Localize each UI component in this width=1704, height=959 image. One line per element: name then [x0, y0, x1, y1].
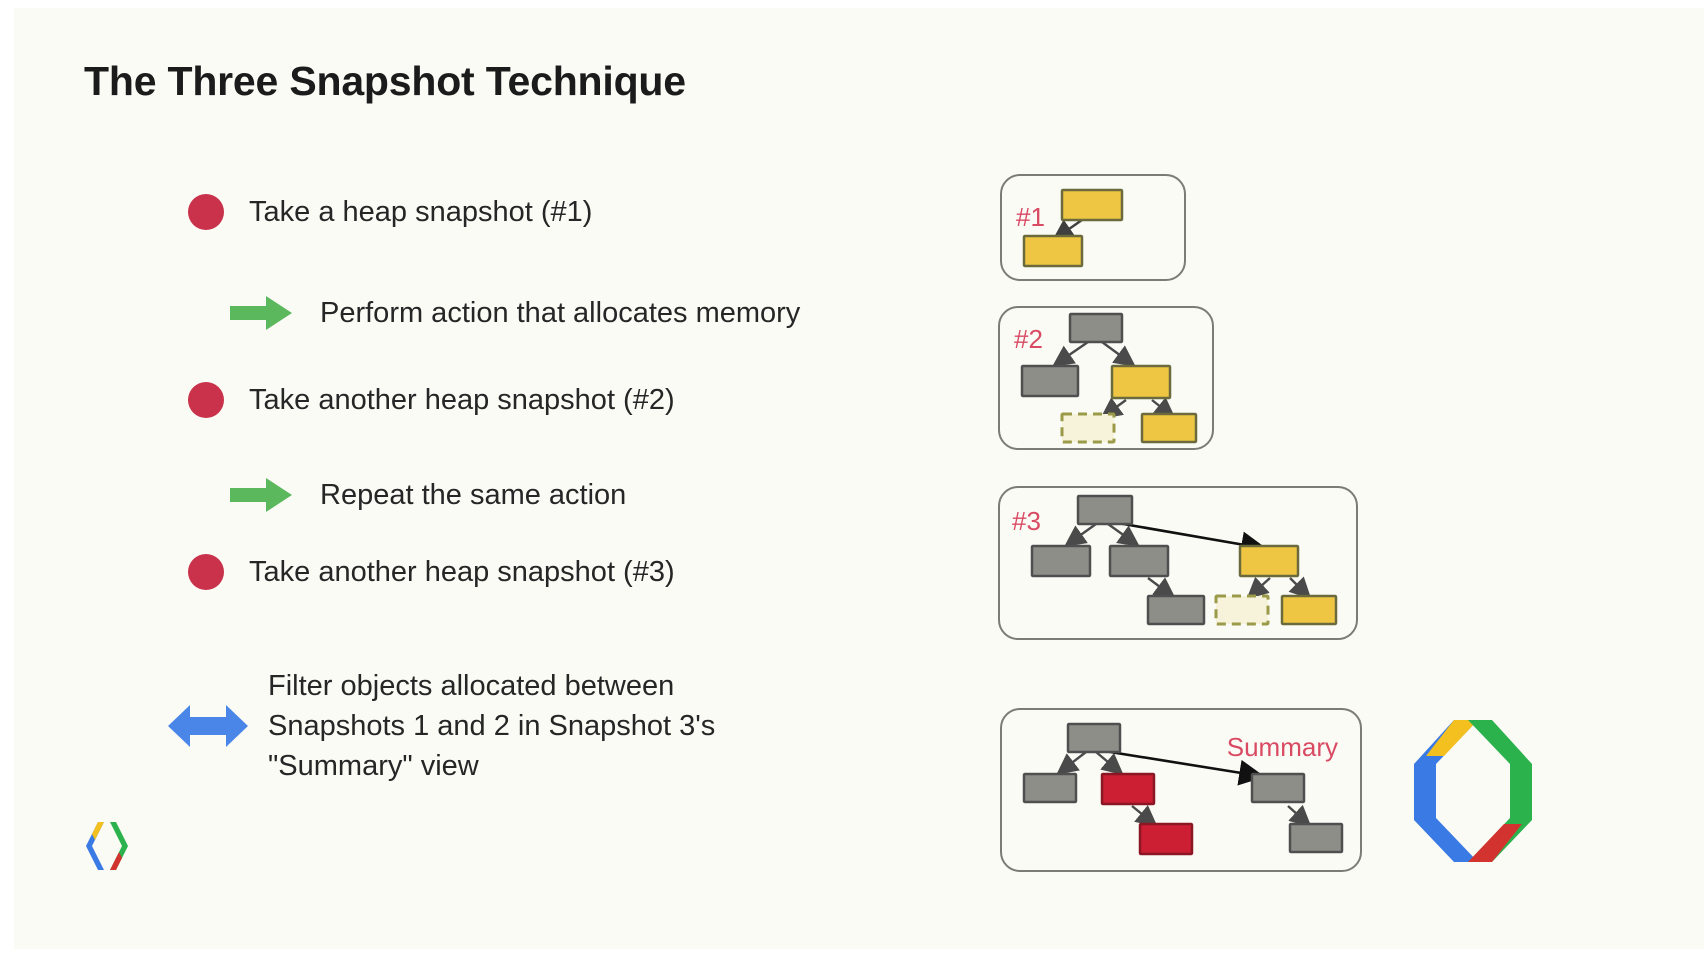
filter-note-label: Filter objects allocated between Snapsho…: [268, 670, 716, 783]
slide-left-edge: [0, 0, 14, 959]
step-row-take-snapshot-1: Take a heap snapshot (#1): [188, 194, 592, 230]
step-row-take-snapshot-2: Take another heap snapshot (#2): [188, 382, 675, 418]
slide-top-edge: [0, 0, 1704, 8]
page-title: The Three Snapshot Technique: [84, 58, 686, 104]
bullet-dot-icon: [188, 382, 224, 418]
snapshot-panel-1: #1: [1000, 174, 1186, 281]
google-developers-logo-large-icon: [1392, 714, 1556, 866]
snapshot-panel-3: #3: [998, 486, 1358, 640]
snapshot-panel-2: #2: [998, 306, 1214, 450]
filter-note-row: Filter objects allocated between Snapsho…: [166, 666, 715, 786]
snapshot-2-graph: [1020, 312, 1198, 444]
step-label: Perform action that allocates memory: [320, 296, 801, 329]
bullet-dot-icon: [188, 554, 224, 590]
step-label: Take another heap snapshot (#3): [249, 555, 675, 588]
summary-graph: [1022, 722, 1344, 856]
snapshot-1-graph: [1022, 188, 1124, 268]
panel-label: #2: [1014, 324, 1043, 354]
panel-label: Summary: [1226, 732, 1338, 762]
double-arrow-icon: [166, 697, 250, 755]
step-label: Repeat the same action: [320, 478, 627, 511]
step-row-take-snapshot-3: Take another heap snapshot (#3): [188, 554, 675, 590]
slide-bottom-edge: [0, 949, 1704, 959]
bullet-dot-icon: [188, 194, 224, 230]
google-developers-logo-icon: [84, 820, 130, 872]
step-label: Take another heap snapshot (#2): [249, 383, 675, 416]
snapshot-3-graph: [1030, 494, 1338, 626]
step-label: Take a heap snapshot (#1): [249, 195, 593, 228]
summary-panel: Summary: [1000, 708, 1362, 872]
panel-label: #1: [1016, 202, 1045, 232]
green-arrow-icon: [228, 293, 294, 333]
panel-label: #3: [1012, 506, 1041, 536]
step-row-repeat-action: Repeat the same action: [228, 475, 626, 515]
green-arrow-icon: [228, 475, 294, 515]
step-row-perform-action: Perform action that allocates memory: [228, 293, 800, 333]
